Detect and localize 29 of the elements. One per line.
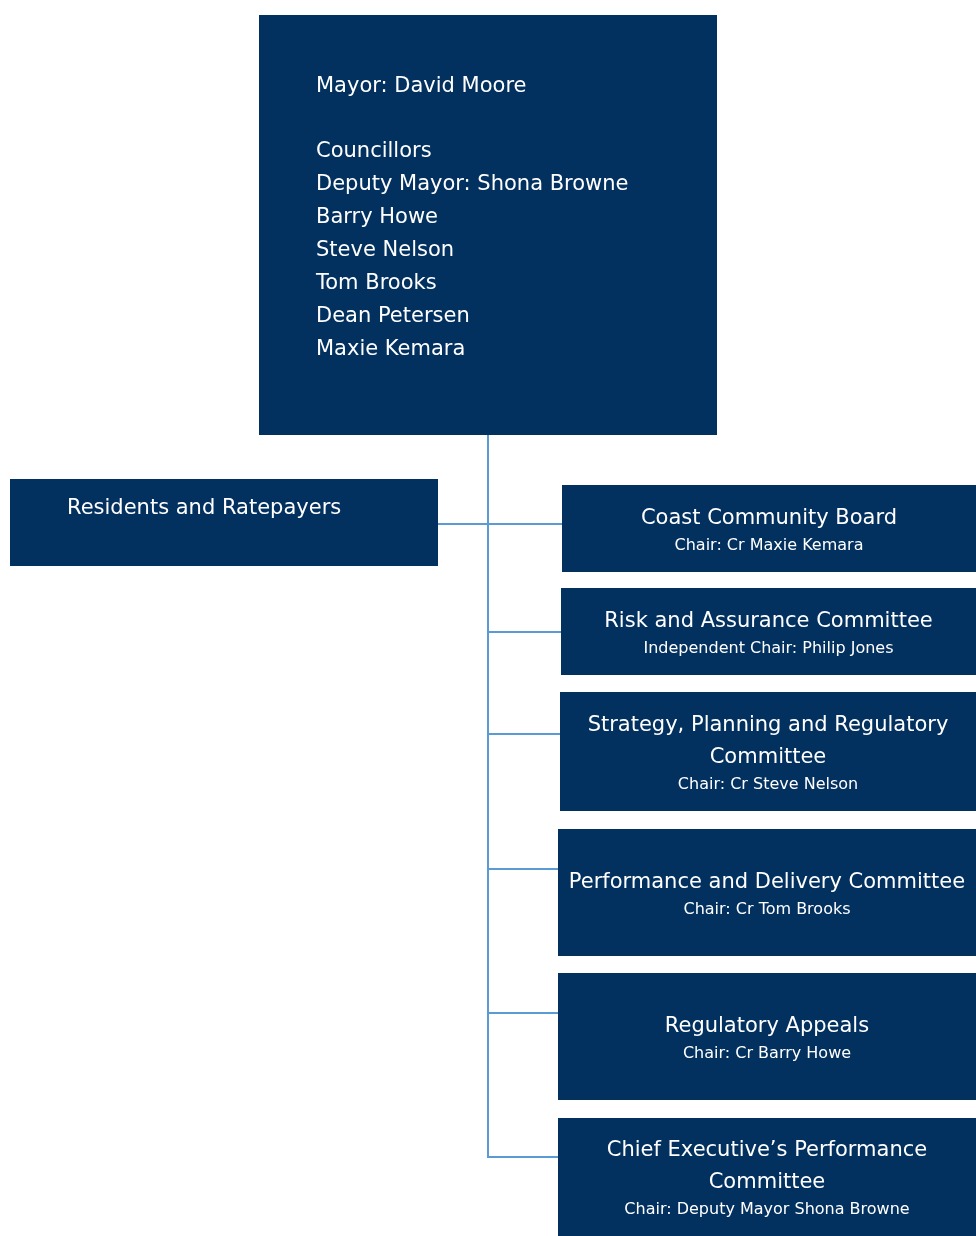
committee-box [558, 973, 976, 1100]
chair-label: Chair: Deputy Mayor Shona Browne [624, 1198, 910, 1220]
chair-label: Chair: Cr Maxie Kemara [674, 533, 864, 556]
committee-box [558, 829, 976, 956]
chair-label: Chair: Cr Barry Howe [682, 1041, 852, 1064]
chair-label: Chair: Cr Steve Nelson [677, 772, 859, 795]
group-box [10, 479, 438, 566]
committee-box [560, 692, 976, 811]
heading: Coast Community Board [640, 503, 898, 531]
heading: Councillors [316, 137, 433, 164]
councillor-name: Deputy Mayor: Shona Browne [316, 170, 630, 197]
mayor-label: Mayor: David Moore [316, 72, 528, 99]
heading: Performance and Delivery Committee [568, 867, 966, 895]
heading: Chief Executive’s Performance Committee [605, 1136, 929, 1195]
committee-box [558, 1118, 976, 1236]
councillor-name: Barry Howe [316, 203, 439, 230]
councillor-name: Maxie Kemara [316, 335, 467, 362]
chair-label: Chair: Cr Tom Brooks [683, 897, 851, 920]
committee-box [562, 485, 976, 572]
councillor-name: Tom Brooks [316, 269, 438, 296]
committee-box [561, 588, 976, 675]
heading: Risk and Assurance Committee [604, 606, 933, 634]
heading: Residents and Ratepayers [67, 495, 343, 519]
councillor-name: Dean Petersen [316, 302, 471, 329]
councillor-name: Steve Nelson [316, 236, 456, 263]
council-box [259, 15, 717, 435]
chair-label: Independent Chair: Philip Jones [643, 636, 894, 659]
heading: Strategy, Planning and Regulatory Committee [586, 710, 950, 770]
heading: Regulatory Appeals [664, 1011, 870, 1039]
